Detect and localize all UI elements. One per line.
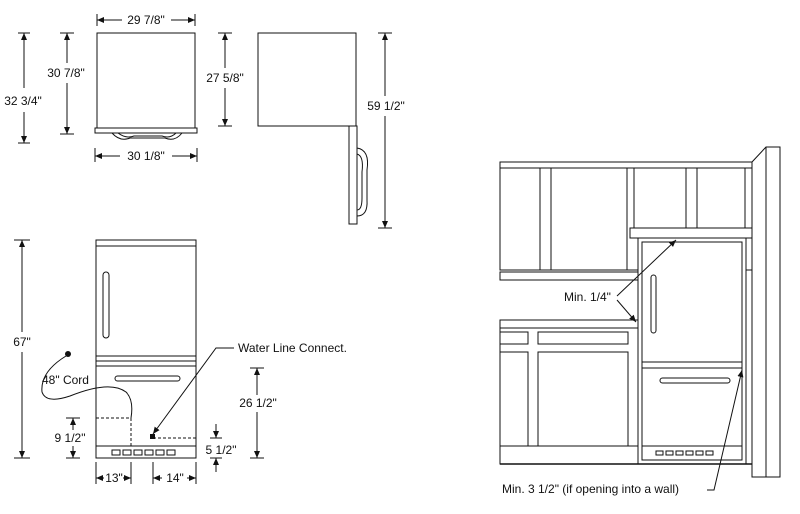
- upper-cabinet-door-1: [499, 167, 541, 271]
- side-view-handle: [356, 147, 368, 217]
- fridge-handle: [102, 271, 110, 339]
- top-view-door-edge: [94, 127, 198, 134]
- side-view-door: [348, 125, 358, 225]
- upper-cabinet-top: [499, 161, 753, 169]
- drawer-handle: [114, 375, 181, 382]
- installation-view: Min. 1/4" Min. 3 1/2" (if opening into a…: [499, 146, 781, 496]
- front-view: 48" Cord Water Line Connect. 67" 9 1/2" …: [13, 239, 347, 485]
- plug-icon: [65, 351, 71, 357]
- lower-cabinets: [499, 327, 639, 465]
- installed-fridge-handle: [650, 274, 657, 334]
- min-clearance-label: Min. 1/4": [564, 290, 611, 304]
- side-view: 27 5/8" 59 1/2": [206, 32, 405, 229]
- upper-cabinet-door-2: [550, 167, 628, 271]
- kick-grille: [111, 449, 176, 456]
- installed-kick-grille: [655, 450, 714, 456]
- dim-water-offset: 14": [166, 471, 184, 485]
- top-view-handle: [111, 132, 183, 140]
- dim-depth-outer: 32 3/4": [4, 94, 42, 108]
- cord-label: 48" Cord: [42, 373, 89, 387]
- dim-side-depth: 27 5/8": [206, 71, 244, 85]
- side-view-body: [257, 32, 357, 127]
- dim-outlet-height: 9 1/2": [55, 431, 86, 445]
- top-view-body: [96, 32, 196, 129]
- countertop: [499, 319, 639, 329]
- power-cord: [41, 355, 133, 419]
- installed-fridge: [637, 237, 747, 465]
- dim-outlet-offset: 13": [105, 471, 123, 485]
- water-connection-point: [150, 434, 155, 439]
- top-view: 29 7/8" 30 1/8" 32 3/4" 30 7/8": [4, 13, 198, 163]
- front-view-body: [95, 239, 197, 459]
- dim-door-swing: 59 1/2": [367, 99, 405, 113]
- installed-drawer-handle: [659, 377, 731, 384]
- dim-width-bottom: 30 1/8": [127, 149, 165, 163]
- dim-water-height: 5 1/2": [206, 443, 237, 457]
- water-line-label: Water Line Connect.: [238, 341, 347, 355]
- dim-width-top: 29 7/8": [127, 13, 165, 27]
- min-side-clearance-label: Min. 3 1/2" (if opening into a wall): [502, 482, 679, 496]
- dim-height: 67": [13, 335, 31, 349]
- dim-drawer-height: 26 1/2": [239, 396, 277, 410]
- dim-depth-inner: 30 7/8": [47, 66, 85, 80]
